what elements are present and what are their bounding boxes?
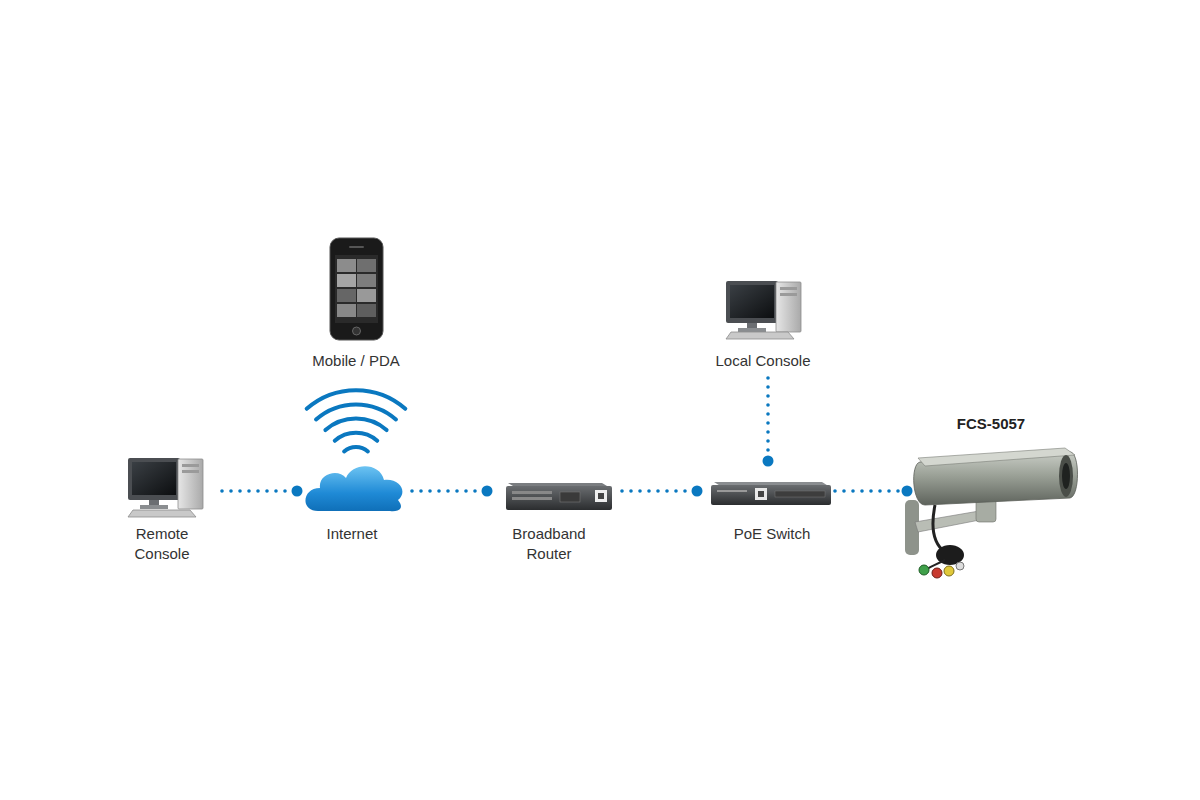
local-computer-icon-part [780,287,797,290]
camera-icon-part [1062,463,1070,489]
node-label: Remote Console [125,524,199,564]
internet-node: Internet [297,455,412,550]
wave-arc [335,433,377,441]
wave-arc [316,404,396,419]
local-computer-icon [726,281,801,339]
remote-computer-icon-part [182,470,199,473]
dotted-line [412,489,487,493]
wave-arc [344,447,368,451]
local-computer-icon-part [738,328,766,332]
local-console-node: Local Console [715,270,815,378]
local-computer-icon-part [726,332,794,339]
wave-arc [307,390,406,409]
switch-node: PoE Switch [697,461,835,550]
local-computer-icon-part [776,282,801,332]
mobile-phone-icon-part [330,238,383,340]
switch-icon-part [775,491,825,497]
camera-node: FCS-5057 [907,405,1085,585]
mobile-phone-icon-part [357,259,376,272]
end-dot [763,456,774,467]
router-icon-part [560,492,580,502]
local-computer-icon-part [726,281,778,323]
network-link [835,486,913,497]
router-icon-part [506,486,612,510]
mobile-phone-icon-part [349,246,364,248]
node-label: PoE Switch [712,524,832,544]
dotted-line [766,378,770,461]
camera-icon-part [944,566,954,576]
router-icon-part [595,490,607,502]
router-icon-part [598,493,604,499]
remote-computer-icon [128,458,203,517]
router-icon-part [512,491,552,494]
camera-icon-part [919,565,929,575]
wave-arc [325,419,386,431]
end-dot [692,486,703,497]
remote-computer-icon-part [140,505,168,509]
node-label: Local Console [698,351,828,371]
camera-icon-part [933,505,945,552]
mobile-node: Mobile / PDA [320,230,392,372]
camera-icon-part [918,448,1075,466]
switch-icon-part [717,490,747,492]
node-label: FCS-5057 [931,414,1051,434]
network-link [222,486,303,497]
end-dot [292,486,303,497]
end-dot [482,486,493,497]
mobile-phone-icon-part [337,304,356,317]
switch-icon-part [755,488,767,500]
camera-icon-part [956,562,964,570]
node-label: Broadband Router [506,524,592,564]
mobile-phone-icon-part [337,274,356,287]
mobile-phone-icon-part [357,289,376,302]
switch-icon-part [758,491,764,497]
wireless-link [307,390,406,451]
remote-computer-icon-part [128,458,180,500]
cloud-icon-part [305,466,402,511]
node-label: Internet [302,524,402,544]
local-computer-icon-part [730,285,774,318]
network-link [763,378,774,467]
end-dot [902,486,913,497]
remote-computer-icon-part [132,462,176,495]
dotted-line [222,489,297,493]
switch-icon [711,482,831,505]
switch-icon-part [711,485,831,505]
mobile-phone-icon-part [335,255,378,323]
cloud-icon [305,466,402,511]
camera-icon [905,448,1078,578]
router-node: Broadband Router [487,465,622,565]
remote-computer-icon-part [128,510,196,517]
camera-icon-part [1059,455,1073,497]
dotted-line [622,489,697,493]
network-link [412,486,493,497]
network-link [622,486,703,497]
node-label: Mobile / PDA [291,351,421,371]
local-computer-icon-part [780,293,797,296]
mobile-phone-icon-part [337,259,356,272]
router-icon-part [512,497,552,500]
remote-console-node: Remote Console [120,450,222,565]
router-icon [506,483,612,510]
mobile-phone-icon-part [353,327,361,335]
mobile-phone-icon-part [337,289,356,302]
remote-computer-icon-part [178,459,203,509]
mobile-phone-icon-part [357,304,376,317]
dotted-line [835,489,907,493]
mobile-phone-icon-part [357,274,376,287]
remote-computer-icon-part [182,464,199,467]
camera-icon-part [932,568,942,578]
mobile-phone-icon [330,238,383,340]
